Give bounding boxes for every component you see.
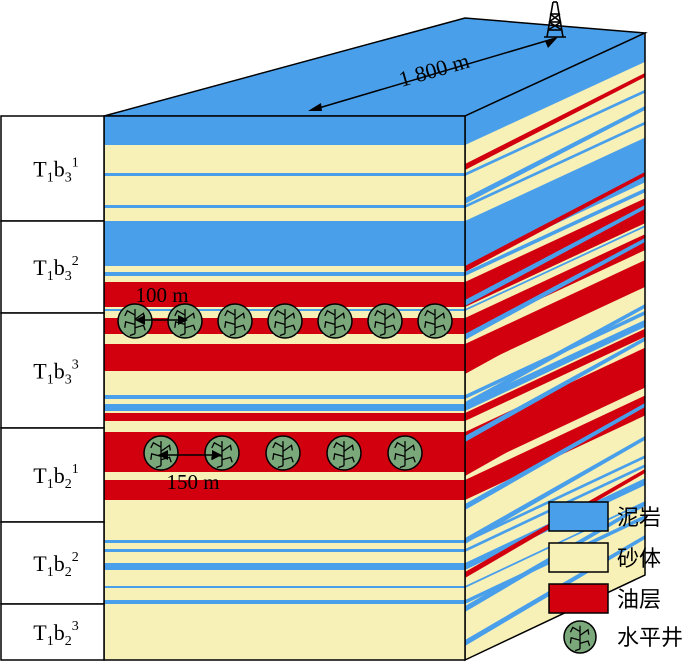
side-streak xyxy=(465,271,645,374)
side-stratum xyxy=(465,260,645,371)
front-stratum xyxy=(104,413,465,421)
distance-arrow xyxy=(308,37,558,111)
front-stratum xyxy=(104,600,465,604)
spacing-arrow-bottom xyxy=(158,450,222,460)
zone-label: T1b33 xyxy=(33,358,78,388)
spacing-label-bottom: 150 m xyxy=(166,470,219,494)
front-stratum xyxy=(104,272,465,276)
spacing-arrow-top xyxy=(135,315,188,325)
front-stratum xyxy=(104,344,465,371)
zone-cell xyxy=(0,115,105,222)
front-stratum xyxy=(104,549,465,552)
front-stratum xyxy=(104,282,465,307)
legend-label: 水平井 xyxy=(617,626,683,651)
zone-cell xyxy=(0,521,105,605)
zone-cell xyxy=(0,220,105,314)
side-streak xyxy=(465,238,645,340)
side-streak xyxy=(465,106,645,204)
legend-label: 泥岩 xyxy=(617,506,661,531)
side-stratum xyxy=(465,455,645,543)
horizontal-well-icon xyxy=(267,303,303,339)
horizontal-well-icon xyxy=(387,435,423,471)
side-stratum xyxy=(465,137,645,266)
front-stratum xyxy=(104,586,465,588)
zone-label: T1b23 xyxy=(33,619,78,649)
front-stratum xyxy=(104,205,465,208)
side-streak xyxy=(465,436,645,544)
mudstone-swatch xyxy=(548,501,609,532)
legend-label: 砂体 xyxy=(617,547,661,572)
horizontal-well-icon xyxy=(143,435,179,471)
front-stratum xyxy=(104,480,465,500)
zone-cell xyxy=(0,603,105,661)
zone-cell xyxy=(0,312,105,429)
zone-label: T1b21 xyxy=(33,462,78,492)
side-streak xyxy=(465,403,645,510)
legend-label: 油层 xyxy=(617,588,661,613)
side-stratum xyxy=(465,121,645,208)
oil-layer-swatch xyxy=(548,583,609,614)
front-stratum xyxy=(104,404,465,411)
zone-cell xyxy=(0,427,105,523)
side-streak xyxy=(465,139,645,238)
horizontal-well-icon xyxy=(217,303,253,339)
front-stratum xyxy=(104,173,465,176)
zone-label: T1b31 xyxy=(33,156,78,186)
well-row-top xyxy=(117,303,453,339)
horizontal-well-icon xyxy=(317,303,353,339)
front-stratum xyxy=(104,563,465,570)
spacing-label-top: 100 m xyxy=(135,283,188,307)
block-front-face xyxy=(104,116,465,660)
side-stratum xyxy=(465,319,645,411)
horizontal-well-icon xyxy=(367,303,403,339)
front-stratum xyxy=(104,540,465,543)
side-streak xyxy=(465,40,645,136)
side-stratum xyxy=(465,188,645,276)
side-streak xyxy=(465,370,645,476)
zone-label: T1b22 xyxy=(33,550,78,580)
horizontal-well-icon xyxy=(265,435,301,471)
drilling-derrick-icon xyxy=(544,1,566,38)
side-stratum xyxy=(465,395,645,500)
side-streak xyxy=(465,172,645,272)
side-streak xyxy=(465,205,645,306)
side-streak xyxy=(465,73,645,170)
side-stratum xyxy=(465,225,645,311)
horizontal-well-icon xyxy=(204,435,240,471)
side-stratum xyxy=(465,328,645,421)
front-stratum xyxy=(104,221,465,266)
side-stratum xyxy=(465,234,645,334)
zone-label: T1b32 xyxy=(33,254,78,284)
front-stratum xyxy=(104,116,465,145)
horizontal-well-icon xyxy=(417,303,453,339)
front-stratum xyxy=(104,395,465,399)
sand-body-swatch xyxy=(548,542,609,573)
well-row-bottom xyxy=(143,435,423,471)
horizontal-well-icon xyxy=(563,620,597,654)
side-streak xyxy=(465,304,645,408)
horizontal-well-icon xyxy=(117,303,153,339)
side-stratum xyxy=(465,89,645,176)
side-streak xyxy=(465,337,645,442)
side-stratum xyxy=(465,347,645,472)
horizontal-well-icon xyxy=(326,435,362,471)
